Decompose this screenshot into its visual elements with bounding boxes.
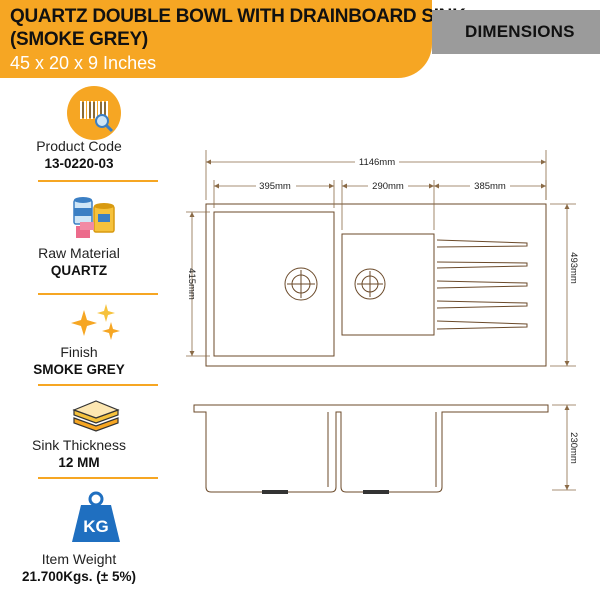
spec-value: 12 MM: [58, 455, 100, 470]
spec-label: Sink Thickness: [32, 437, 126, 453]
dimensions-tab-label: DIMENSIONS: [465, 22, 575, 41]
divider: [38, 384, 158, 386]
spec-product-code: Product Code 13-0220-03: [0, 138, 158, 172]
left-bowl-outline: [213, 211, 335, 357]
bowl-depth-label: 415mm: [186, 268, 197, 300]
spec-raw-material: Raw Material QUARTZ: [0, 245, 158, 279]
drainboard-width-label: 385mm: [474, 181, 506, 192]
title-banner: QUARTZ DOUBLE BOWL WITH DRAINBOARD SINK …: [0, 0, 466, 78]
sparkles-icon: [68, 302, 124, 347]
bowl2-width-label: 290mm: [372, 181, 404, 192]
paint-cans-icon: [68, 192, 124, 249]
overall-width-label: 1146mm: [359, 157, 395, 168]
product-title-line1: QUARTZ DOUBLE BOWL WITH DRAINBOARD SINK: [10, 6, 466, 27]
product-size: 45 x 20 x 9 Inches: [10, 53, 157, 73]
spec-value: QUARTZ: [50, 263, 108, 278]
spec-value: 21.700Kgs. (± 5%): [22, 569, 136, 584]
spec-item-weight: Item Weight 21.700Kgs. (± 5%): [0, 551, 158, 585]
dimensions-tab: DIMENSIONS: [432, 10, 600, 54]
overall-depth-label: 493mm: [568, 252, 579, 284]
weight-icon-label: KG: [83, 517, 109, 536]
spec-value: SMOKE GREY: [33, 362, 125, 377]
spec-finish: Finish SMOKE GREY: [0, 344, 158, 378]
drain-outlets: [262, 490, 389, 494]
divider: [38, 293, 158, 295]
spec-label: Item Weight: [41, 551, 117, 567]
spec-label: Raw Material: [38, 245, 120, 261]
left-drain-icon: [284, 267, 318, 301]
product-title-line2: (SMOKE GREY): [10, 29, 148, 50]
drainboard-grooves: [436, 239, 528, 330]
weight-icon: KG: [68, 490, 124, 551]
barcode-icon: [66, 85, 122, 146]
divider: [38, 477, 158, 479]
spec-label: Finish: [60, 344, 98, 360]
height-label: 230mm: [568, 432, 579, 464]
spec-value: 13-0220-03: [44, 156, 114, 171]
right-bowl-outline: [341, 233, 435, 336]
spec-label: Product Code: [36, 138, 122, 154]
right-drain-icon: [354, 268, 386, 300]
sink-top-outline: [205, 203, 547, 367]
sink-side-view: [193, 404, 549, 493]
bowl1-width-label: 395mm: [259, 181, 291, 192]
layers-icon: [68, 396, 124, 439]
spec-sink-thickness: Sink Thickness 12 MM: [0, 437, 158, 471]
divider: [38, 180, 158, 182]
